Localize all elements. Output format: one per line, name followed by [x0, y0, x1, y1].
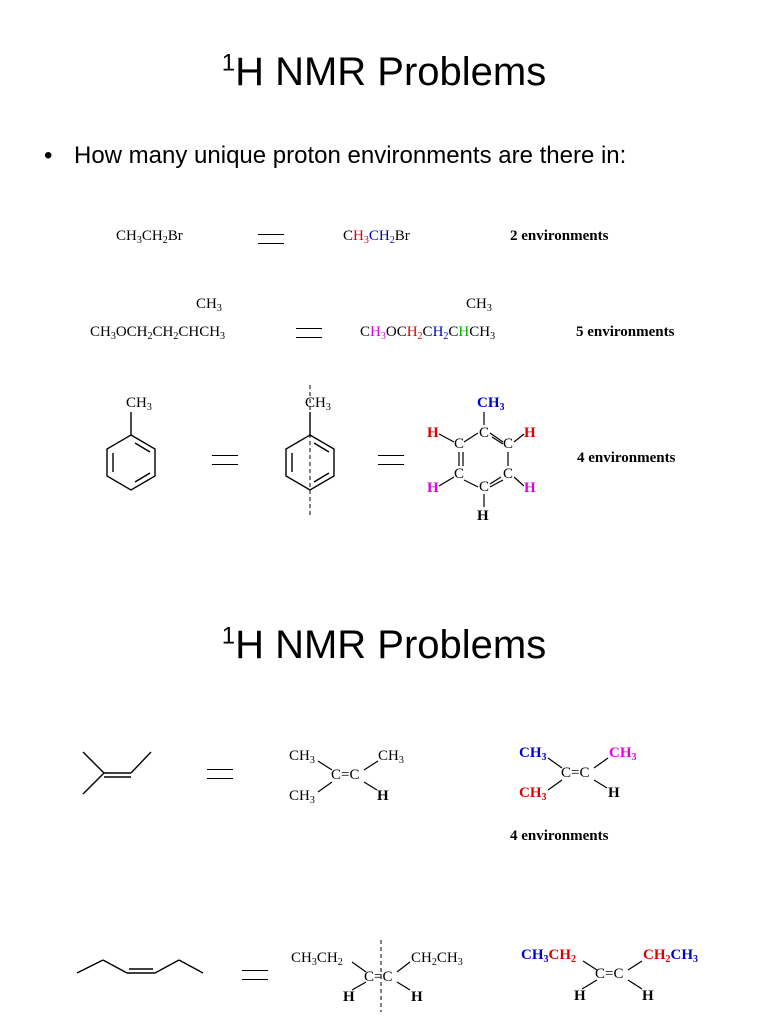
methylbutene-colored: CH3 CH3 CH3 C=C H	[519, 745, 637, 803]
methylbutene-skeletal	[82, 751, 152, 795]
svg-text:H: H	[524, 480, 536, 496]
svg-text:CH3: CH3	[519, 745, 547, 763]
result-row1: 2 environments	[510, 228, 609, 244]
svg-text:H: H	[608, 785, 620, 801]
bullet-icon: •	[44, 142, 53, 169]
svg-text:H: H	[427, 480, 439, 496]
title-text: H NMR Problems	[235, 50, 547, 94]
svg-text:CH2CH3: CH2CH3	[643, 947, 698, 965]
svg-text:CH3CH2: CH3CH2	[521, 947, 576, 965]
title-superscript: 1	[221, 49, 236, 77]
svg-text:CH3: CH3	[519, 785, 547, 803]
svg-text:C: C	[454, 436, 464, 452]
slide2-title: 1H NMR Problems	[0, 623, 768, 668]
hexene-condensed: CH3CH2 CH2CH3 C=C H H	[291, 940, 463, 1012]
formula-ethyl-bromide-colored: CH3CH2Br	[343, 228, 410, 246]
hexene-skeletal	[76, 959, 204, 974]
toluene-ch3-label: CH3	[305, 395, 331, 413]
svg-text:CH3: CH3	[289, 788, 315, 806]
toluene-symmetry	[285, 385, 335, 518]
equals-sign	[212, 455, 238, 465]
toluene-skeletal	[106, 412, 156, 491]
svg-text:C=C: C=C	[364, 969, 392, 985]
branch-methyl: CH3	[196, 296, 222, 314]
svg-text:H: H	[642, 988, 654, 1004]
question-text: How many unique proton environments are …	[74, 142, 627, 169]
svg-text:CH3: CH3	[289, 748, 315, 766]
title-superscript: 1	[221, 622, 236, 650]
toluene-expanded: CH3 C C C C C C H H H H H	[427, 395, 536, 524]
svg-text:C: C	[503, 436, 513, 452]
title-text: H NMR Problems	[235, 623, 547, 667]
svg-text:C: C	[479, 479, 489, 495]
question-bullet: • How many unique proton environments are…	[44, 142, 626, 170]
svg-text:H: H	[427, 425, 439, 441]
svg-text:H: H	[574, 988, 586, 1004]
methylbutene-condensed: CH3 CH3 CH3 C=C H	[289, 748, 404, 806]
svg-text:CH3: CH3	[477, 395, 505, 413]
result-slide2-row1: 4 environments	[510, 828, 609, 844]
svg-text:C: C	[479, 425, 489, 441]
equals-sign	[207, 769, 233, 779]
result-row3: 4 environments	[577, 450, 676, 466]
equals-sign	[258, 234, 284, 244]
svg-text:CH2CH3: CH2CH3	[411, 950, 463, 968]
equals-sign	[378, 455, 404, 465]
svg-text:H: H	[411, 989, 423, 1005]
svg-text:H: H	[524, 425, 536, 441]
svg-text:H: H	[343, 989, 355, 1005]
svg-text:CH3: CH3	[378, 748, 404, 766]
hexene-colored: CH3CH2 CH2CH3 C=C H H	[521, 947, 698, 1004]
equals-sign	[296, 328, 322, 338]
equals-sign	[242, 970, 268, 980]
svg-text:C: C	[503, 466, 513, 482]
formula-ether: CH3OCH2CH2CHCH3	[90, 324, 226, 342]
svg-text:CH3: CH3	[609, 745, 637, 763]
slide1-title: 1H NMR Problems	[0, 50, 768, 95]
svg-text:H: H	[377, 788, 389, 804]
svg-text:C=C: C=C	[331, 767, 359, 783]
svg-text:C: C	[454, 466, 464, 482]
svg-text:C=C: C=C	[595, 966, 623, 982]
svg-text:CH3CH2: CH3CH2	[291, 950, 343, 968]
branch-methyl-colored: CH3	[466, 296, 492, 314]
formula-ethyl-bromide: CH3CH2Br	[116, 228, 183, 246]
result-row2: 5 environments	[576, 324, 675, 340]
svg-text:H: H	[477, 508, 489, 524]
toluene-ch3-label: CH3	[126, 395, 152, 413]
svg-text:C=C: C=C	[561, 765, 589, 781]
formula-ether-colored: CH3OCH2CH2CHCH3	[360, 324, 496, 342]
